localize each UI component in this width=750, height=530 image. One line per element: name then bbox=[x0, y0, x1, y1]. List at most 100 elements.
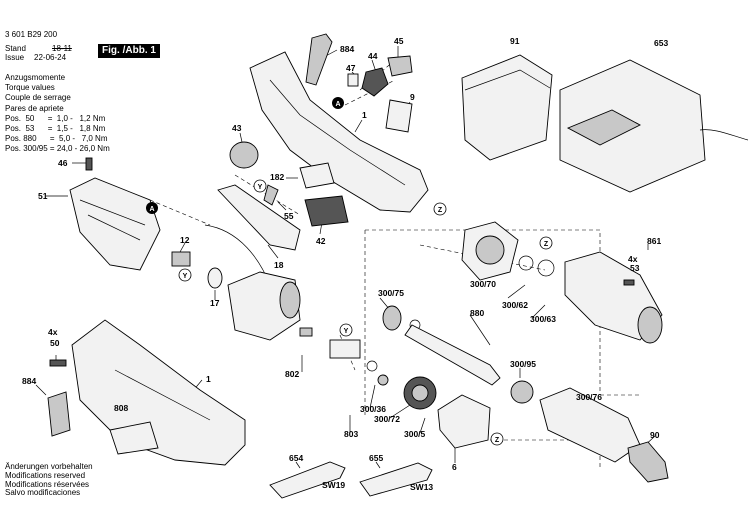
part-17 bbox=[207, 267, 223, 289]
part-number: 182 bbox=[270, 172, 284, 182]
part-number: 43 bbox=[232, 123, 242, 133]
svg-text:Z: Z bbox=[544, 241, 549, 248]
svg-text:Y: Y bbox=[183, 273, 188, 280]
part-50 bbox=[49, 359, 67, 367]
part-46 bbox=[85, 157, 93, 171]
part-182 bbox=[299, 162, 335, 189]
part-number: 300/75 bbox=[378, 288, 404, 298]
part-44 bbox=[361, 67, 389, 97]
note-en: Modifications reserved bbox=[5, 470, 86, 480]
part-number: 884 bbox=[22, 376, 36, 386]
torque-row: Pos. 880 = 5,0 - 7,0 Nm bbox=[5, 134, 108, 144]
part-number: 55 bbox=[284, 211, 294, 221]
svg-text:A: A bbox=[149, 206, 154, 213]
marker-z-upper: Z bbox=[433, 202, 447, 216]
part-number: 300/36 bbox=[360, 404, 386, 414]
svg-text:Y: Y bbox=[344, 328, 349, 335]
svg-text:A: A bbox=[335, 101, 340, 108]
part-number: 18 bbox=[274, 260, 284, 270]
torque-title-fr: Couple de serrage bbox=[5, 93, 71, 103]
figure-label: Fig. /Abb. 1 bbox=[98, 44, 160, 58]
part-number: 4x bbox=[628, 254, 638, 264]
part-47 bbox=[347, 73, 359, 87]
part-12 bbox=[171, 251, 191, 267]
part-number: 300/62 bbox=[502, 300, 528, 310]
part-number: 808 bbox=[114, 403, 128, 413]
part-number: 300/72 bbox=[374, 414, 400, 424]
wrench-size-sw19: SW19 bbox=[322, 480, 345, 490]
part-90 bbox=[627, 441, 669, 483]
part-number: 300/5 bbox=[404, 429, 426, 439]
stand-label: Stand bbox=[5, 44, 26, 53]
part-number: 47 bbox=[346, 63, 356, 73]
note-de: Änderungen vorbehalten bbox=[5, 462, 93, 471]
part-880 bbox=[404, 324, 501, 386]
modification-notes: Änderungen vorbehalten Modifications res… bbox=[5, 462, 93, 498]
part-number: 300/70 bbox=[470, 279, 496, 289]
part-51 bbox=[69, 177, 161, 271]
torque-title-es: Pares de apriete bbox=[5, 103, 64, 113]
part-number: 53 bbox=[630, 263, 640, 273]
part-number: 300/95 bbox=[510, 359, 536, 369]
part-number: 803 bbox=[344, 429, 358, 439]
part-number: 880 bbox=[470, 308, 484, 318]
part-number: 12 bbox=[180, 235, 190, 245]
issue-label: Issue bbox=[5, 53, 25, 62]
part-654 bbox=[269, 461, 346, 499]
part-number: 51 bbox=[38, 191, 48, 201]
part-9 bbox=[385, 99, 413, 133]
note-es: Salvo modificaciones bbox=[5, 488, 81, 498]
part-number: 9 bbox=[410, 92, 415, 102]
part-number: 861 bbox=[647, 236, 661, 246]
wrench-size-sw13: SW13 bbox=[410, 482, 433, 492]
upper-housing bbox=[249, 51, 429, 213]
part-300-75 bbox=[382, 305, 402, 331]
stand-value: 18-11 bbox=[52, 44, 72, 53]
torque-title-de: Anzugsmomente bbox=[5, 73, 66, 82]
marker-z-lower: Z bbox=[490, 432, 504, 446]
part-number: 802 bbox=[285, 369, 299, 379]
part-300-36 bbox=[366, 360, 378, 372]
part-number: 6 bbox=[452, 462, 457, 472]
part-number: 46 bbox=[58, 158, 68, 168]
marker-z-mid: Z bbox=[539, 236, 553, 250]
part-18 bbox=[217, 184, 301, 251]
part-884-bottom bbox=[47, 391, 71, 437]
wrench-size-labels: SW19 SW13 bbox=[322, 480, 433, 492]
part-number: 50 bbox=[50, 338, 60, 348]
marker-y-mid: Y bbox=[178, 268, 192, 282]
svg-text:Z: Z bbox=[438, 207, 443, 214]
part-803 bbox=[329, 339, 361, 359]
part-number: 90 bbox=[650, 430, 660, 440]
torque-table: Anzugsmomente Torque values Couple de se… bbox=[5, 73, 110, 155]
part-884-top bbox=[305, 33, 333, 86]
part-number: 300/76 bbox=[576, 392, 602, 402]
doc-number: 3 601 B29 200 bbox=[5, 30, 58, 39]
part-number: 300/63 bbox=[530, 314, 556, 324]
marker-y-lower: Y bbox=[339, 323, 353, 337]
part-number: 884 bbox=[340, 44, 354, 54]
part-300-62 bbox=[518, 255, 534, 271]
part-6 bbox=[437, 394, 491, 449]
part-number: 4x bbox=[48, 327, 58, 337]
part-number: 1 bbox=[362, 110, 367, 120]
part-number: 655 bbox=[369, 453, 383, 463]
part-number: 654 bbox=[289, 453, 303, 463]
part-300-95 bbox=[510, 380, 534, 404]
assembly-markers: A A Y Y Y Z Z Z bbox=[146, 97, 553, 446]
part-55 bbox=[263, 184, 279, 206]
torque-row: Pos. 50 = 1,0 - 1,2 Nm bbox=[5, 113, 106, 123]
torque-row: Pos. 53 = 1,5 - 1,8 Nm bbox=[5, 124, 106, 134]
issue-value: 22-06-24 bbox=[34, 53, 67, 62]
torque-row: Pos. 300/95 = 24,0 - 26,0 Nm bbox=[5, 144, 110, 154]
note-fr: Modifications réservées bbox=[5, 479, 90, 489]
part-number: 42 bbox=[316, 236, 326, 246]
part-53 bbox=[623, 279, 635, 286]
part-655 bbox=[359, 462, 433, 497]
part-number: 44 bbox=[368, 51, 378, 61]
torque-title-en: Torque values bbox=[5, 83, 55, 93]
svg-text:Y: Y bbox=[258, 184, 263, 191]
marker-y-upper: Y bbox=[253, 179, 267, 193]
part-number-labels: 884 44 45 91 653 47 9 1 43 46 182 51 55 … bbox=[22, 36, 668, 472]
